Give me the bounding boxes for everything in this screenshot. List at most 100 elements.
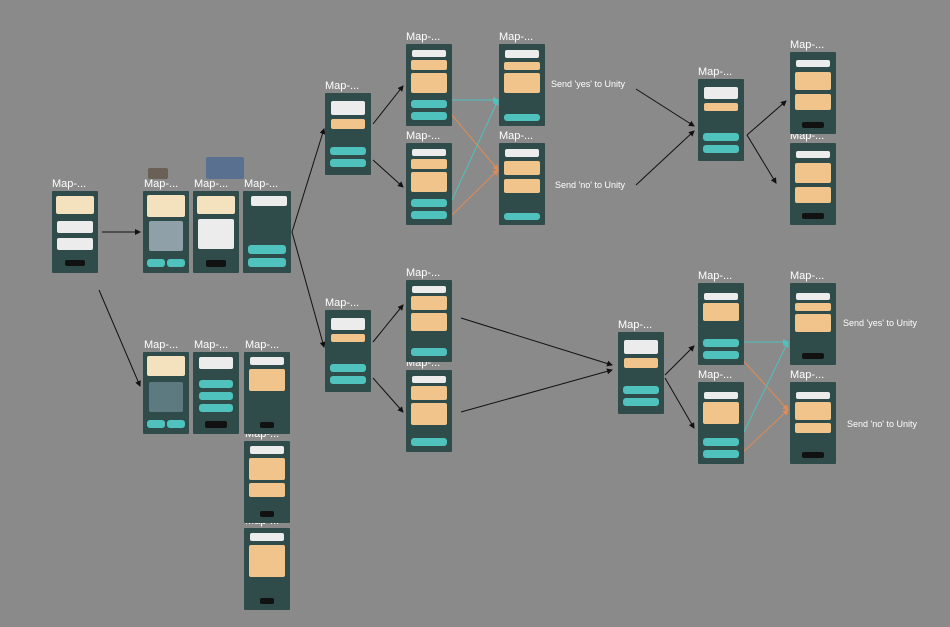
choice-card[interactable] [57, 221, 93, 233]
option-button[interactable] [411, 438, 447, 446]
option-button[interactable] [703, 438, 739, 446]
option-button[interactable] [411, 199, 447, 207]
no-connector [739, 409, 789, 456]
return-button[interactable] [802, 452, 824, 458]
option-button[interactable] [199, 404, 233, 412]
frame-label: Map-... [52, 178, 87, 190]
return-button[interactable] [802, 122, 824, 128]
answer-bubble [795, 187, 831, 203]
back-button[interactable] [205, 421, 227, 428]
answer-bubble [411, 313, 447, 331]
screen-branch-bottom [325, 310, 371, 392]
frame-label: Map-... [325, 297, 360, 309]
option-button[interactable] [703, 133, 739, 141]
question-bubble [331, 101, 365, 115]
option-button[interactable] [623, 386, 659, 394]
arrow [635, 130, 695, 186]
option-button[interactable] [147, 420, 165, 428]
arrow [460, 317, 613, 367]
option-button[interactable] [411, 348, 447, 356]
frame-label: Map-... [325, 80, 360, 92]
option-button[interactable] [330, 376, 366, 384]
option-button[interactable] [167, 259, 185, 267]
frame-label: Map-... [618, 319, 653, 331]
next-button[interactable] [260, 422, 274, 428]
yes-connector [451, 99, 499, 201]
message-bubble [147, 356, 185, 376]
thumbnail-image [148, 168, 168, 179]
option-button[interactable] [330, 147, 366, 155]
question-bubble [624, 340, 658, 354]
option-button[interactable] [703, 351, 739, 359]
question-bubble [412, 149, 446, 156]
screen-question-d [406, 370, 452, 452]
option-button[interactable] [248, 258, 286, 267]
option-button[interactable] [411, 112, 447, 120]
screen-merge [618, 332, 664, 414]
screen-map-overview [143, 352, 189, 434]
arrow [635, 88, 695, 127]
question-bubble [331, 318, 365, 330]
option-button[interactable] [167, 420, 185, 428]
question-bubble [796, 151, 830, 158]
option-button[interactable] [147, 259, 165, 267]
answer-bubble [795, 72, 831, 90]
arrow [291, 231, 326, 348]
frame-label: Map-... [144, 339, 179, 351]
frame-label: Map-... [245, 339, 280, 351]
question-bubble [505, 149, 539, 157]
message-bubble [147, 195, 185, 217]
screen-menu [193, 352, 239, 434]
option-button[interactable] [411, 211, 447, 219]
screen-building [143, 191, 189, 273]
answer-bubble [703, 402, 739, 424]
option-button[interactable] [623, 398, 659, 406]
frame-label: Map-... [194, 339, 229, 351]
option-button[interactable] [199, 380, 233, 388]
arrow [98, 289, 141, 387]
option-button[interactable] [703, 145, 739, 153]
frame-label: Map-... [698, 270, 733, 282]
choice-card[interactable] [57, 238, 93, 250]
screen-intro [52, 191, 98, 273]
arrow [372, 85, 404, 125]
screen-choice [243, 191, 291, 273]
screen-story-2 [244, 441, 290, 523]
next-button[interactable] [260, 598, 274, 604]
arrow [746, 134, 777, 184]
continue-button[interactable] [206, 260, 226, 267]
next-button[interactable] [65, 260, 85, 266]
arrow [372, 377, 404, 413]
option-button[interactable] [248, 245, 286, 254]
option-button[interactable] [330, 159, 366, 167]
return-button[interactable] [802, 213, 824, 219]
message-bubble [56, 196, 94, 214]
option-button[interactable] [504, 114, 540, 121]
screen-question-a [406, 44, 452, 126]
send-yes-annotation: Send 'yes' to Unity [843, 318, 917, 328]
question-bubble [796, 60, 830, 67]
no-connector [451, 114, 499, 171]
option-button[interactable] [330, 364, 366, 372]
frame-label: Map-... [790, 39, 825, 51]
frame-label: Map-... [698, 369, 733, 381]
map-image [149, 382, 183, 412]
frame-label: Map-... [406, 31, 441, 43]
article-card [198, 219, 234, 249]
answer-bubble [411, 172, 447, 192]
option-button[interactable] [199, 392, 233, 400]
building-image [149, 221, 183, 251]
question-bubble [412, 286, 446, 293]
option-button[interactable] [504, 213, 540, 220]
option-button[interactable] [411, 100, 447, 108]
next-button[interactable] [260, 511, 274, 517]
return-button[interactable] [802, 353, 824, 359]
answer-bubble [411, 159, 447, 169]
screen-story-1 [244, 352, 290, 434]
answer-bubble [331, 119, 365, 129]
send-no-annotation: Send 'no' to Unity [555, 180, 625, 190]
arrow [291, 128, 326, 233]
option-button[interactable] [703, 339, 739, 347]
option-button[interactable] [703, 450, 739, 458]
